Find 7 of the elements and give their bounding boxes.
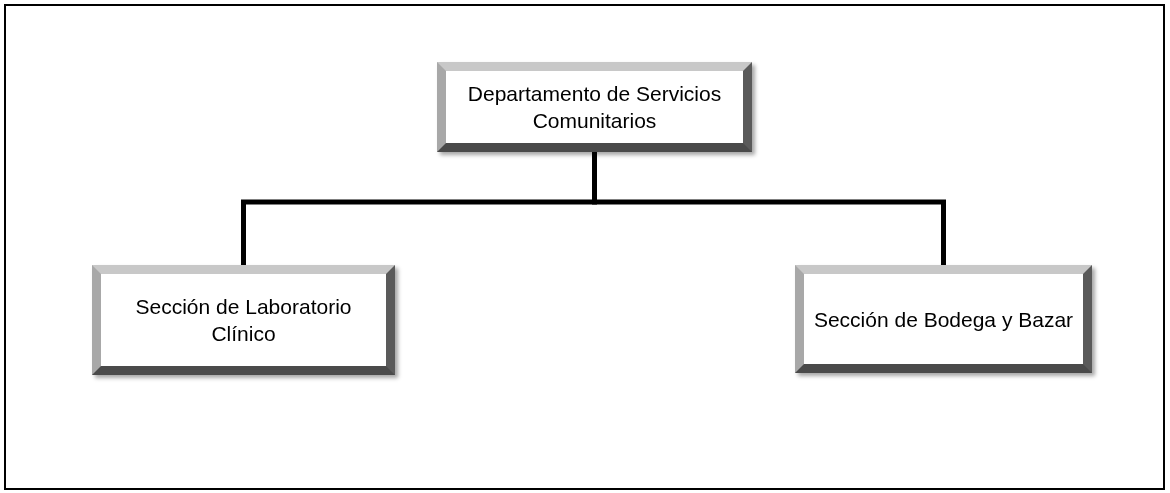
org-box [92, 265, 395, 375]
org-box [437, 62, 752, 152]
box-label: Sección de Bodega y Bazar [813, 306, 1074, 333]
box-label: Departamento de Servicios Comunitarios [466, 81, 723, 134]
org-box [795, 265, 1092, 373]
connector-line [592, 152, 946, 265]
box-label: Sección de Laboratorio Clínico [134, 294, 353, 347]
